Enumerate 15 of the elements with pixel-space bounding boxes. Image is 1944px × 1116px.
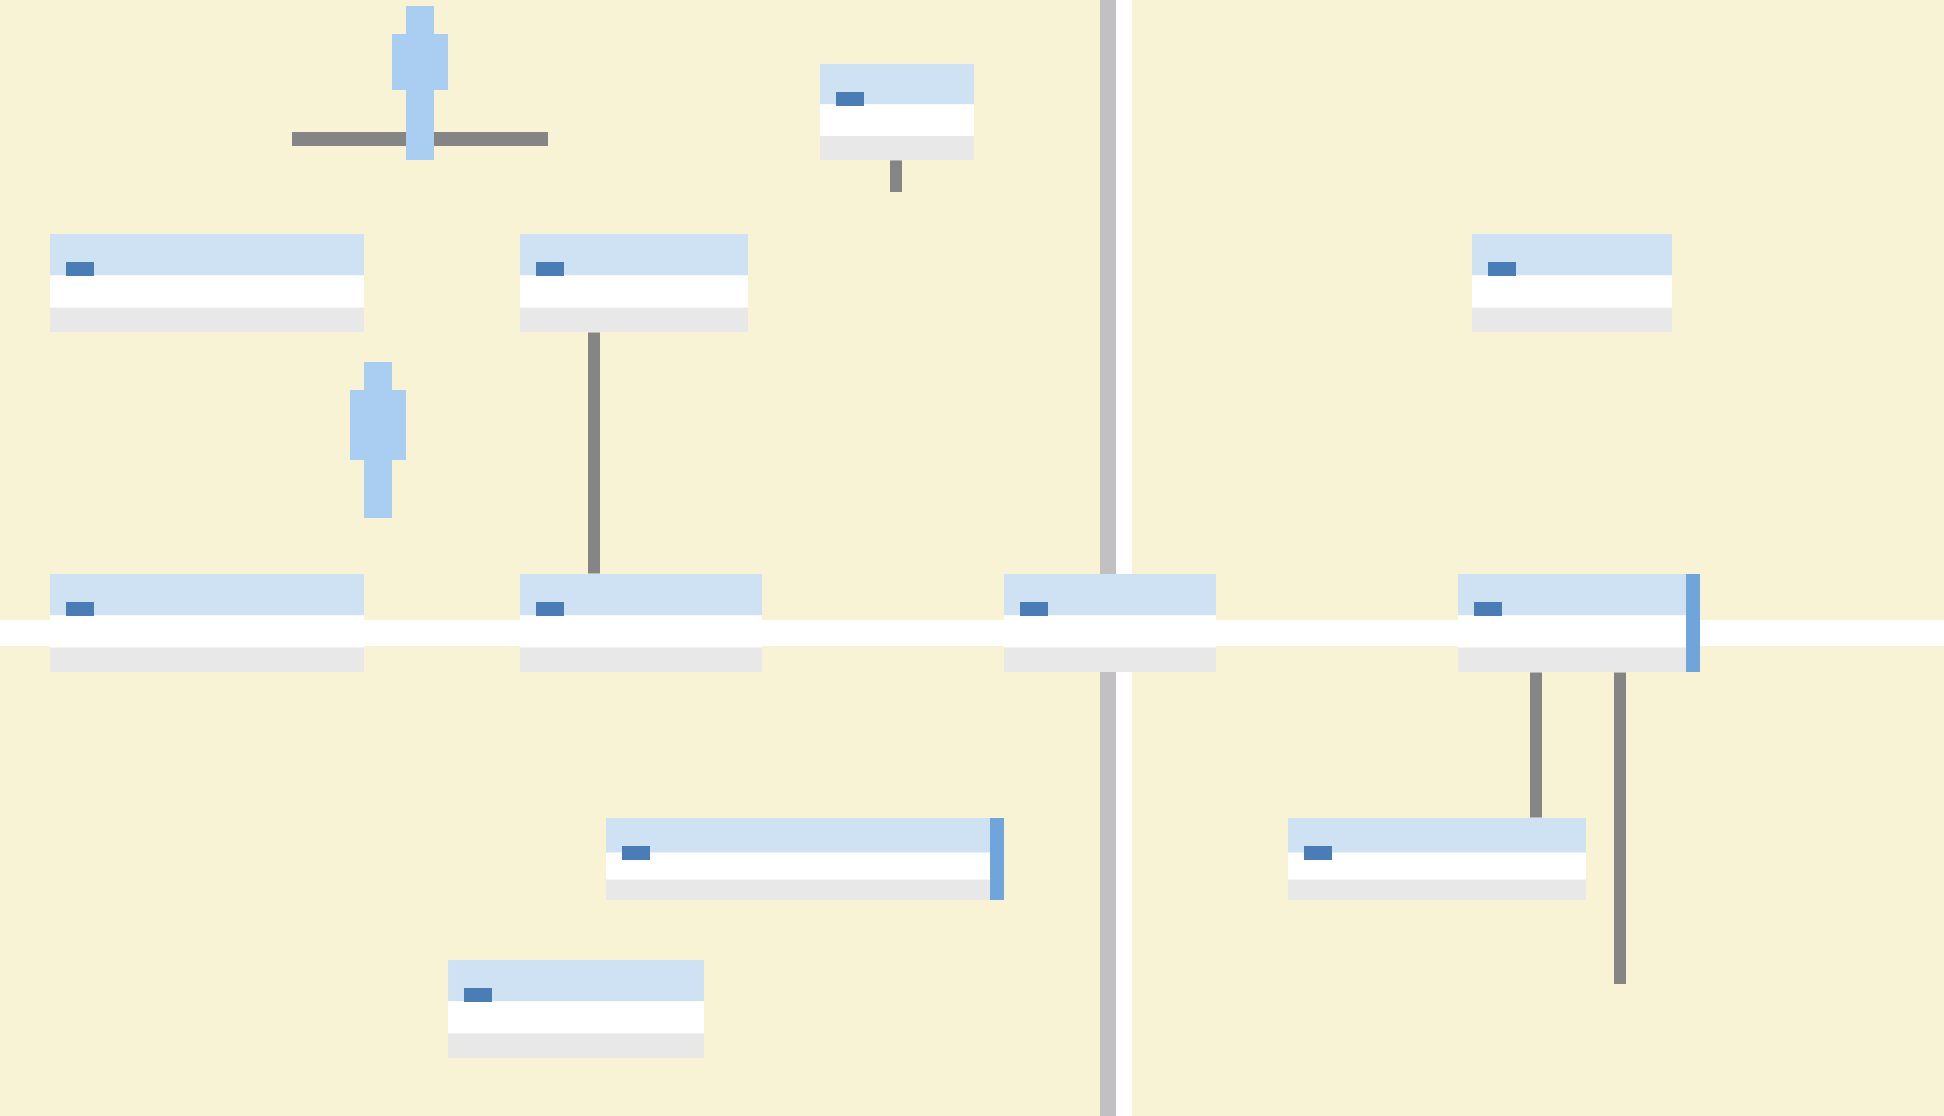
process-box [1288,818,1586,900]
process-box [50,574,364,672]
process-box [520,574,762,672]
process-box [606,818,1004,900]
process-box [1458,574,1700,672]
process-box [448,960,704,1058]
process-box [520,234,748,332]
process-box [820,64,974,160]
connector-line [588,332,600,574]
connector-line [890,160,902,192]
connector-line [1530,672,1542,818]
process-box [1472,234,1672,332]
connector-line [1614,672,1626,984]
process-box [1004,574,1216,672]
process-box [50,234,364,332]
